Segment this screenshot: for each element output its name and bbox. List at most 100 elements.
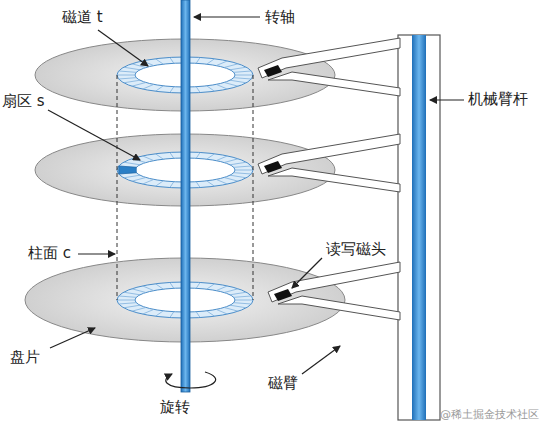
sector-line xyxy=(216,286,227,291)
sector-line xyxy=(119,71,137,72)
sector-line xyxy=(224,64,238,68)
sector-line xyxy=(119,296,137,297)
sector-line xyxy=(224,159,238,163)
sector-line xyxy=(155,59,163,64)
part-label: 读写磁头 xyxy=(326,240,386,258)
cylinder-line xyxy=(253,75,254,300)
sector-line xyxy=(155,181,163,186)
sector-line xyxy=(132,64,146,68)
sector-line xyxy=(143,156,154,161)
sector-line xyxy=(124,67,140,70)
sector-line xyxy=(132,289,146,293)
sector-line xyxy=(207,59,215,64)
sector-line xyxy=(155,154,163,159)
sector-line xyxy=(117,75,135,76)
sector-line xyxy=(234,166,252,167)
sector-line xyxy=(216,84,227,89)
leader-line xyxy=(98,30,148,66)
part-label: 磁道 t xyxy=(62,8,103,26)
sector-line xyxy=(207,86,215,91)
sector-line xyxy=(230,292,246,295)
sector-line xyxy=(117,300,135,301)
sector-line xyxy=(132,82,146,86)
sector-line xyxy=(224,289,238,293)
sector-line xyxy=(234,303,252,304)
sector-line xyxy=(230,80,246,83)
sector-line xyxy=(124,292,140,295)
sector-line xyxy=(124,80,140,83)
sector-line xyxy=(132,307,146,311)
leader-line xyxy=(292,258,322,288)
sector-line xyxy=(170,182,174,188)
leader-line xyxy=(78,253,115,254)
sector-line xyxy=(230,162,246,165)
cylinder-line xyxy=(117,75,118,300)
sector-line xyxy=(143,84,154,89)
sector-line xyxy=(230,67,246,70)
sector-line xyxy=(155,86,163,91)
sector-line xyxy=(132,177,146,181)
sector-line xyxy=(235,170,253,171)
sector-highlight xyxy=(119,166,137,174)
part-label: 旋转 xyxy=(160,398,190,416)
sector-line xyxy=(234,173,252,174)
read-write-head xyxy=(264,65,282,77)
sector-line xyxy=(234,71,252,72)
arm-bar xyxy=(398,35,440,420)
sector-line xyxy=(196,152,200,158)
part-label: 机械臂杆 xyxy=(468,90,528,108)
spindle xyxy=(181,0,190,392)
sector-line xyxy=(207,154,215,159)
sector-line xyxy=(196,87,200,93)
sector-line xyxy=(196,57,200,63)
part-label: 柱面 c xyxy=(28,244,71,262)
sector-line xyxy=(143,179,154,184)
leader-line xyxy=(302,346,340,374)
read-write-head xyxy=(274,289,292,301)
sector-line xyxy=(170,152,174,158)
sector-line xyxy=(216,309,227,314)
arm-bar-stripe xyxy=(412,35,426,420)
part-label: 磁臂 xyxy=(268,374,298,392)
sector-line xyxy=(124,162,140,165)
sector-line xyxy=(235,300,253,301)
sector-line xyxy=(207,181,215,186)
disk-arm xyxy=(258,134,400,174)
sector-line xyxy=(234,78,252,79)
sector-line xyxy=(207,311,215,316)
part-label: 盘片 xyxy=(10,348,40,366)
sector-line xyxy=(170,57,174,63)
sector-line xyxy=(224,82,238,86)
sector-line xyxy=(143,286,154,291)
sector-line xyxy=(224,307,238,311)
disk-arm xyxy=(268,168,400,192)
sector-line xyxy=(224,177,238,181)
sector-line xyxy=(230,175,246,178)
leader-line xyxy=(430,99,464,100)
disk-arm xyxy=(278,296,400,320)
sector-line xyxy=(170,312,174,318)
leader-line xyxy=(50,328,95,348)
sector-line xyxy=(170,87,174,93)
sector-line xyxy=(143,309,154,314)
sector-line xyxy=(124,305,140,308)
watermark: @稀土掘金技术社区 xyxy=(440,408,539,421)
sector-line xyxy=(170,282,174,288)
sector-line xyxy=(196,182,200,188)
sector-line xyxy=(155,311,163,316)
sector-line xyxy=(155,284,163,289)
sector-line xyxy=(119,303,137,304)
disk-arm xyxy=(258,38,400,78)
sector-line xyxy=(216,156,227,161)
disk-arm xyxy=(268,72,400,96)
rotation-arrow xyxy=(166,372,216,388)
sector-line xyxy=(196,282,200,288)
sector-line xyxy=(196,312,200,318)
sector-line xyxy=(216,61,227,66)
leader-line xyxy=(194,16,260,17)
sector-line xyxy=(207,284,215,289)
disk-arm xyxy=(268,262,400,302)
sector-line xyxy=(230,305,246,308)
leader-line xyxy=(48,110,140,160)
